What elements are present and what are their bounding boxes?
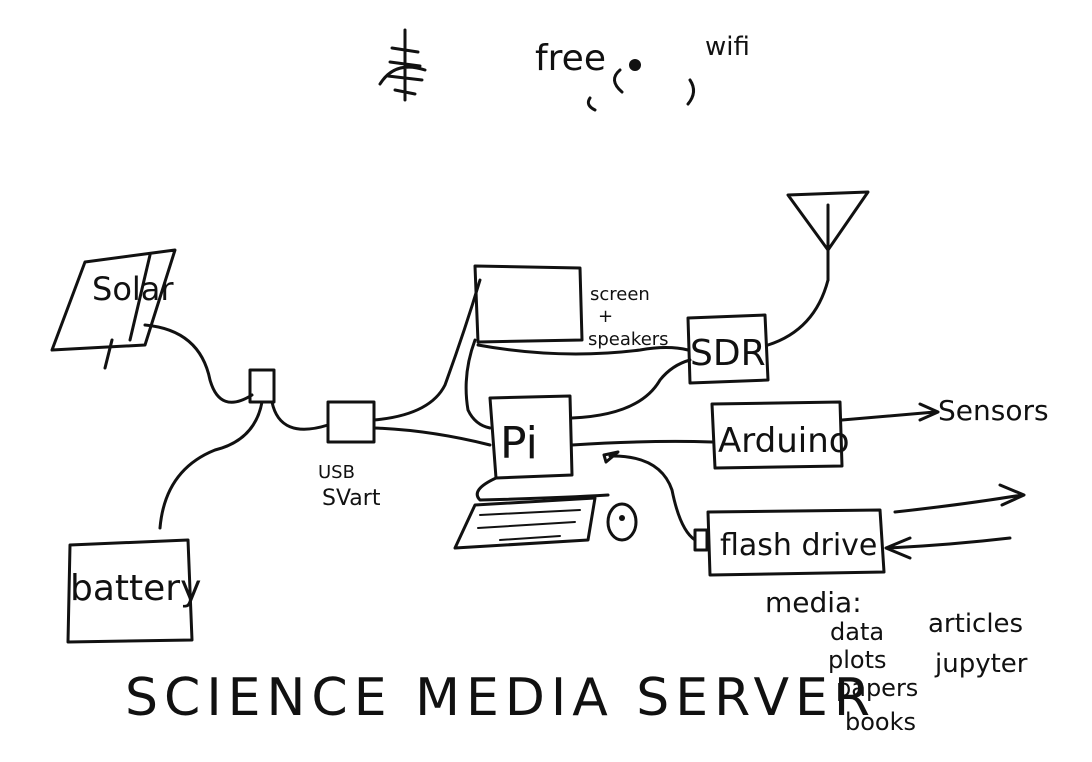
sdr-label: SDR [690, 333, 766, 374]
arduino-box [710, 400, 844, 470]
screen-label-line2: + [598, 306, 613, 327]
keyboard-icon [453, 496, 597, 550]
junction-box [248, 368, 276, 404]
flash-drive-box [706, 508, 886, 577]
wifi-label: wifi [705, 32, 750, 62]
antenna-icon [766, 190, 870, 347]
arduino-label: Arduino [718, 421, 850, 461]
connection-wires [143, 278, 714, 542]
media-item-data: data [830, 618, 884, 646]
battery-box [66, 538, 194, 644]
diagram-title: SCIENCE MEDIA SERVER [125, 668, 876, 728]
scribble-icon [378, 28, 427, 102]
media-item-books: books [845, 708, 916, 736]
pi-box [488, 394, 574, 480]
usb-switch-box [326, 400, 376, 444]
sensors-arrow [840, 402, 940, 422]
free-label: free [535, 38, 606, 79]
media-heading: media: [765, 586, 862, 619]
paren-dot-icon [586, 59, 695, 112]
screen-label-line1: screen [590, 284, 650, 305]
media-item-plots: plots [828, 646, 887, 674]
solar-panel [50, 248, 177, 370]
media-item-papers: papers [836, 674, 918, 702]
media-item-jupyter: jupyter [934, 649, 1028, 679]
mouse-icon [606, 502, 638, 542]
exchange-arrows [884, 483, 1026, 560]
flash-drive-label: flash drive [720, 528, 877, 563]
media-item-articles: articles [928, 609, 1023, 639]
screen-label-line3: speakers [588, 329, 669, 350]
usb-switch-label-line2: SVart [322, 486, 381, 511]
flash-drive-connector [693, 528, 709, 552]
pi-label: Pi [500, 418, 538, 469]
usb-switch-label-line1: USB [318, 462, 355, 483]
solar-label: Solar [92, 270, 174, 308]
screen-box [473, 264, 584, 344]
battery-label: battery [70, 568, 201, 609]
sensors-label: Sensors [938, 394, 1049, 427]
